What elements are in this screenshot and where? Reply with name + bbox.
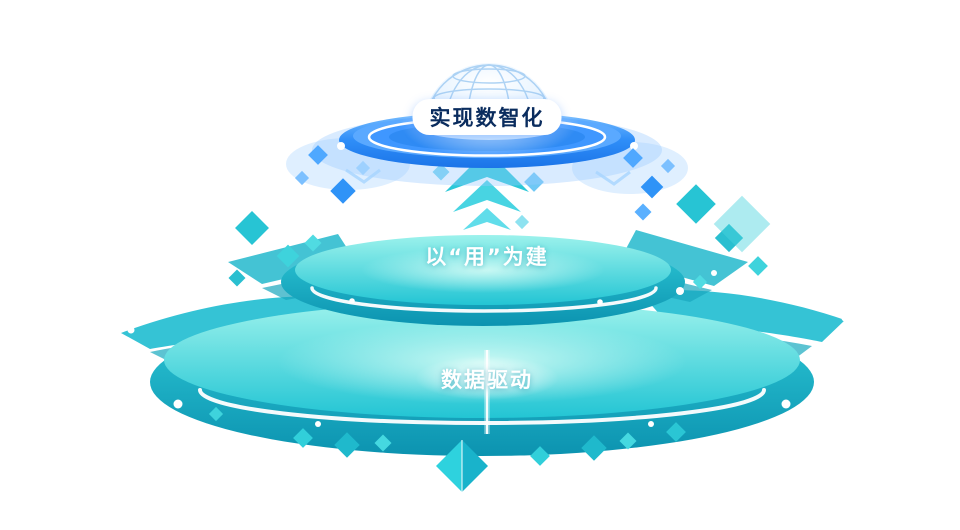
light-beam [415,350,559,434]
tier-bottom-label: 数据驱动 [441,368,533,392]
tier-middle-label: 以“用”为建 [425,245,549,269]
dot-decoration [127,314,849,427]
tier-top-label: 实现数智化 [412,99,562,135]
dot-decoration [293,136,668,150]
tier-bottom-platform [121,290,849,456]
tier-middle-platform [228,230,748,326]
